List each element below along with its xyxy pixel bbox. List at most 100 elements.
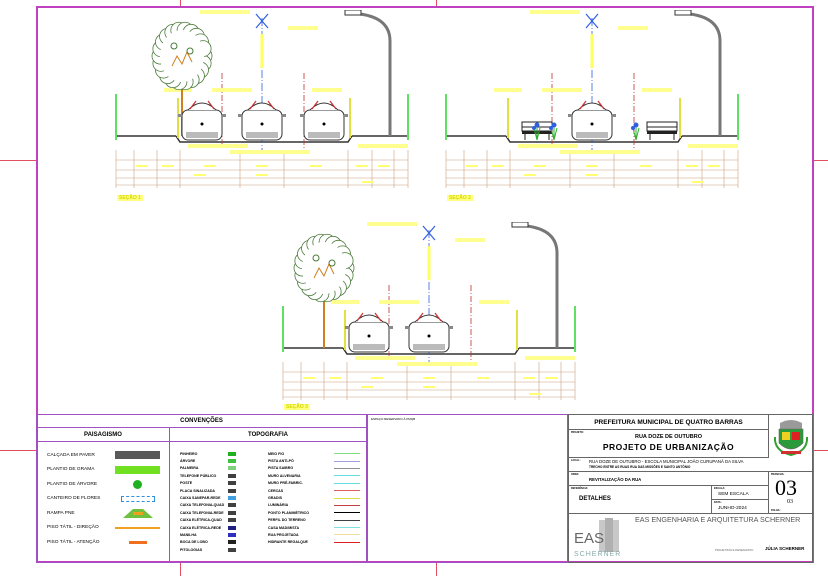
topography-symbol-icon (228, 547, 236, 552)
sheet-box: PRANCHA: 03 03 FOLHA: (769, 472, 814, 514)
trim-line (180, 563, 181, 576)
topography-symbol-icon (316, 490, 360, 492)
sheet-label: PRANCHA: (771, 473, 785, 476)
topography-item: POSTE (180, 480, 268, 487)
landscaping-label: PISO TÁTIL - DIREÇÃO (47, 525, 99, 531)
landscaping-label: RAMPA PNE (47, 510, 75, 516)
landscaping-swatch-icon (115, 508, 160, 519)
topography-item: GRADIS (268, 494, 360, 501)
landscaping-label: PISO TÁTIL - ATENÇÃO (47, 539, 100, 545)
topography-symbol-icon (316, 467, 360, 469)
landscaping-label: PLANTIO DE GRAMA (47, 467, 95, 473)
topography-symbol-icon (228, 540, 236, 545)
landscaping-swatch-icon (115, 495, 160, 502)
topography-symbol-icon (316, 460, 360, 462)
topography-item: CASA MAD/MISTA (268, 524, 360, 531)
topography-symbol-icon (228, 518, 236, 523)
topography-label: POSTE (180, 481, 193, 486)
topography-symbol-icon (316, 482, 360, 484)
trim-line (436, 0, 437, 6)
topography-label: LUMINÁRIA (268, 503, 289, 508)
scale: SEM ESCALA (718, 492, 749, 497)
topography-symbol-icon (228, 451, 236, 456)
flower-bed-icon (532, 122, 541, 141)
location-box: LOCAL: RUA DOZE DE OUTUBRO - ESCOLA MUNI… (569, 458, 814, 472)
topography-label: MURO ALVENARIA (268, 473, 301, 478)
topography-item: BOCA DE LOBO (180, 539, 268, 546)
topography-symbol-icon (228, 481, 236, 486)
topography-symbol-icon (228, 510, 236, 515)
scale-box: ESCALA: SEM ESCALA (712, 486, 769, 500)
topography-item: RUA PROJETADA (268, 531, 360, 538)
topography-item: PISTA SAIBRO (268, 465, 360, 472)
tree-icon (151, 21, 213, 136)
landscaping-swatch-icon (115, 526, 160, 529)
topography-label: BOCA DE LOBO (180, 540, 208, 545)
topography-label: HIDRANTE REGALQUE (268, 540, 308, 545)
landscaping-item: RAMPA PNE (37, 506, 169, 521)
car-icon (178, 100, 226, 141)
topography-label: PONTO PLANIMÉTRICO (268, 510, 310, 515)
topography-label: MURO PRÉ-FABRIC. (268, 481, 303, 486)
topography-item: PINHEIRO (180, 450, 268, 457)
author-label: PROJETISTA E DESENHISTA: (715, 548, 754, 552)
topography-symbol-icon (228, 488, 236, 493)
topography-label: GRADIS (268, 496, 282, 501)
date-box: DATA: JUNHO-2024 (712, 500, 769, 514)
sheet-number: 03 (775, 475, 797, 500)
topography-label: ÁRVORE (180, 459, 196, 464)
trim-line (813, 450, 828, 451)
landscaping-swatch-icon (115, 479, 160, 489)
topography-item: HIDRANTE REGALQUE (268, 539, 360, 546)
topography-label: CAIXA TELEFONIA-REDE (180, 510, 224, 515)
topography-label: RUA PROJETADA (268, 532, 299, 537)
municipal-coat-of-arms (772, 417, 810, 457)
street-lamp-icon (344, 10, 392, 136)
project-label: PROJETO: (571, 431, 584, 434)
section-1-drawing (112, 10, 412, 200)
landscaping-swatch-icon (115, 540, 160, 544)
landscaping-title: PAISAGISMO (37, 428, 169, 442)
tree-icon (293, 233, 355, 348)
car-icon (345, 312, 393, 353)
scale-label: ESCALA: (714, 487, 726, 490)
car-icon (300, 100, 348, 141)
landscaping-label: CANTEIRO DE FLORES (47, 496, 101, 502)
location-label: LOCAL: (571, 459, 581, 462)
section-3-drawing (279, 222, 579, 412)
project-title: PROJETO DE URBANIZAÇÃO (602, 442, 735, 452)
topography-symbol-icon (228, 466, 236, 471)
topography-symbol-icon (316, 512, 360, 514)
topography-item: PISTA ANTI-PÓ (268, 457, 360, 464)
trim-line (0, 160, 36, 161)
topography-label: MEIO FIO (268, 451, 285, 456)
trim-line (180, 0, 181, 6)
topography-symbol-icon (228, 503, 236, 508)
car-icon (405, 312, 453, 353)
topography-symbol-icon (316, 541, 360, 543)
stretch: TRECHO ENTRE AS RUAS RUA DAS MISSÕES E S… (589, 465, 691, 469)
street-lamp-icon (674, 10, 722, 136)
landscaping-swatch-icon (115, 451, 160, 460)
company-logo: EAS SCHERNER (573, 518, 625, 562)
topography-item: ÁRVORE (180, 457, 268, 464)
topography-label: CERCAS (268, 488, 284, 493)
topography-label: MANILHA (180, 532, 197, 537)
reserved-space: ESPAÇO RESERVADO À PMQB (367, 414, 568, 563)
topography-symbol-icon (316, 519, 360, 521)
topography-label: PISTA SAIBRO (268, 466, 294, 471)
section-1-label: SEÇÃO 1 (117, 195, 143, 201)
topography-symbol-icon (228, 496, 236, 501)
flower-bed-icon (631, 122, 640, 141)
topography-item: MURO ALVENARIA (268, 472, 360, 479)
topography-symbol-icon (228, 525, 236, 530)
logo-sub: SCHERNER (574, 551, 622, 558)
topography-symbol-icon (316, 453, 360, 455)
topography-label: TELEFONE PÚBLICO (180, 473, 217, 478)
reference-box: REFERÊNCIA: DETALHES (569, 486, 712, 514)
conventions-title: CONVENÇÕES (37, 415, 366, 428)
topography-label: CASA MAD/MISTA (268, 525, 300, 530)
date-label: DATA: (714, 501, 722, 504)
landscaping-item: PISO TÁTIL - DIREÇÃO (37, 521, 169, 536)
